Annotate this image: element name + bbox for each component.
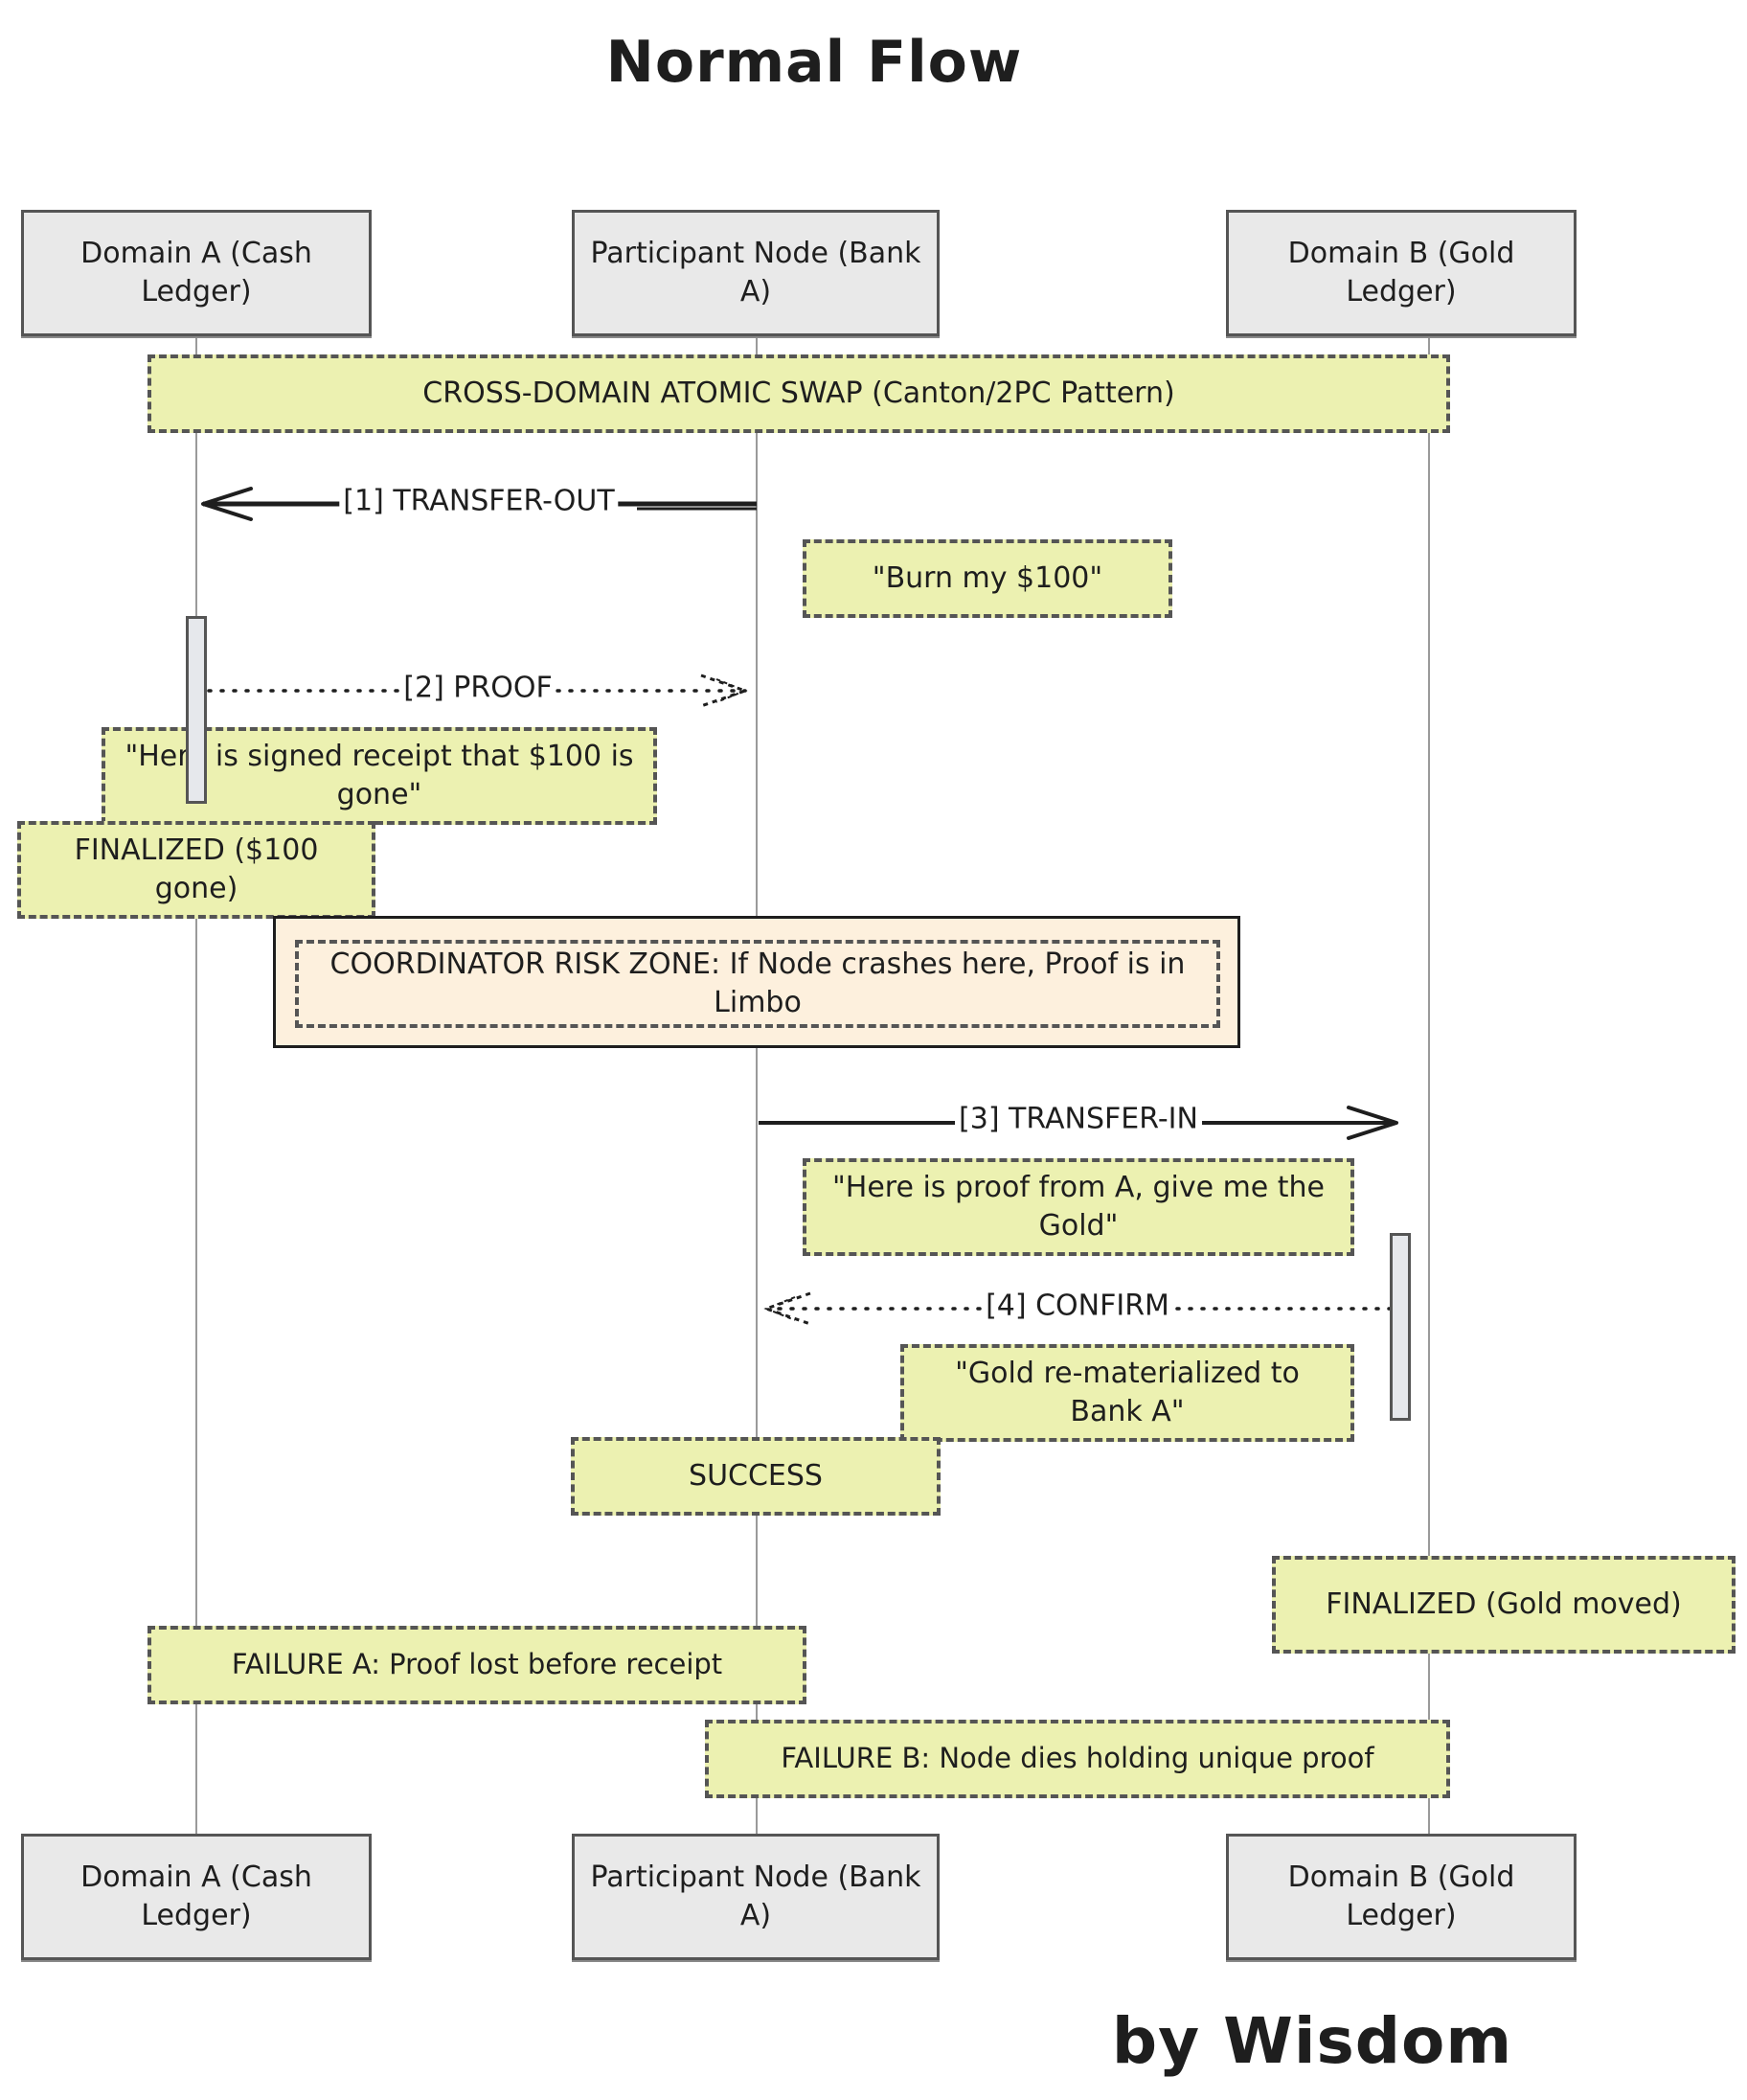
note-receipt: "Here is signed receipt that $100 is gon… bbox=[102, 727, 657, 825]
note-success: SUCCESS bbox=[571, 1437, 941, 1516]
activation-domain-b bbox=[1390, 1233, 1411, 1421]
actor-domain-a-bottom: Domain A (Cash Ledger) bbox=[21, 1834, 372, 1960]
actor-node-bottom: Participant Node (Bank A) bbox=[572, 1834, 940, 1960]
message-label-4: [4] CONFIRM bbox=[982, 1289, 1173, 1323]
message-label-1: [1] TRANSFER-OUT bbox=[339, 484, 619, 518]
signature: by Wisdom bbox=[1111, 2003, 1513, 2078]
actor-domain-b-bottom: Domain B (Gold Ledger) bbox=[1226, 1834, 1577, 1960]
message-label-2: [2] PROOF bbox=[399, 671, 556, 705]
message-arrow-2 bbox=[207, 673, 750, 708]
activation-domain-a-overlay bbox=[186, 616, 207, 804]
message-label-3: [3] TRANSFER-IN bbox=[955, 1102, 1202, 1136]
note-proof-from-a: "Here is proof from A, give me the Gold" bbox=[803, 1158, 1354, 1256]
note-failure-b: FAILURE B: Node dies holding unique proo… bbox=[705, 1720, 1450, 1798]
note-failure-a: FAILURE A: Proof lost before receipt bbox=[147, 1626, 806, 1704]
diagram-title: Normal Flow bbox=[605, 29, 1023, 96]
risk-zone-note: COORDINATOR RISK ZONE: If Node crashes h… bbox=[295, 940, 1220, 1028]
risk-zone-frame: COORDINATOR RISK ZONE: If Node crashes h… bbox=[273, 916, 1240, 1048]
note-finalized-b: FINALIZED (Gold moved) bbox=[1272, 1556, 1736, 1654]
actor-domain-b-top: Domain B (Gold Ledger) bbox=[1226, 210, 1577, 336]
swap-banner: CROSS-DOMAIN ATOMIC SWAP (Canton/2PC Pat… bbox=[147, 354, 1450, 433]
actor-domain-a-top: Domain A (Cash Ledger) bbox=[21, 210, 372, 336]
note-gold-rematerialized: "Gold re-materialized to Bank A" bbox=[900, 1344, 1354, 1442]
note-finalized-a: FINALIZED ($100 gone) bbox=[17, 821, 375, 919]
actor-node-top: Participant Node (Bank A) bbox=[572, 210, 940, 336]
note-burn: "Burn my $100" bbox=[803, 539, 1172, 618]
